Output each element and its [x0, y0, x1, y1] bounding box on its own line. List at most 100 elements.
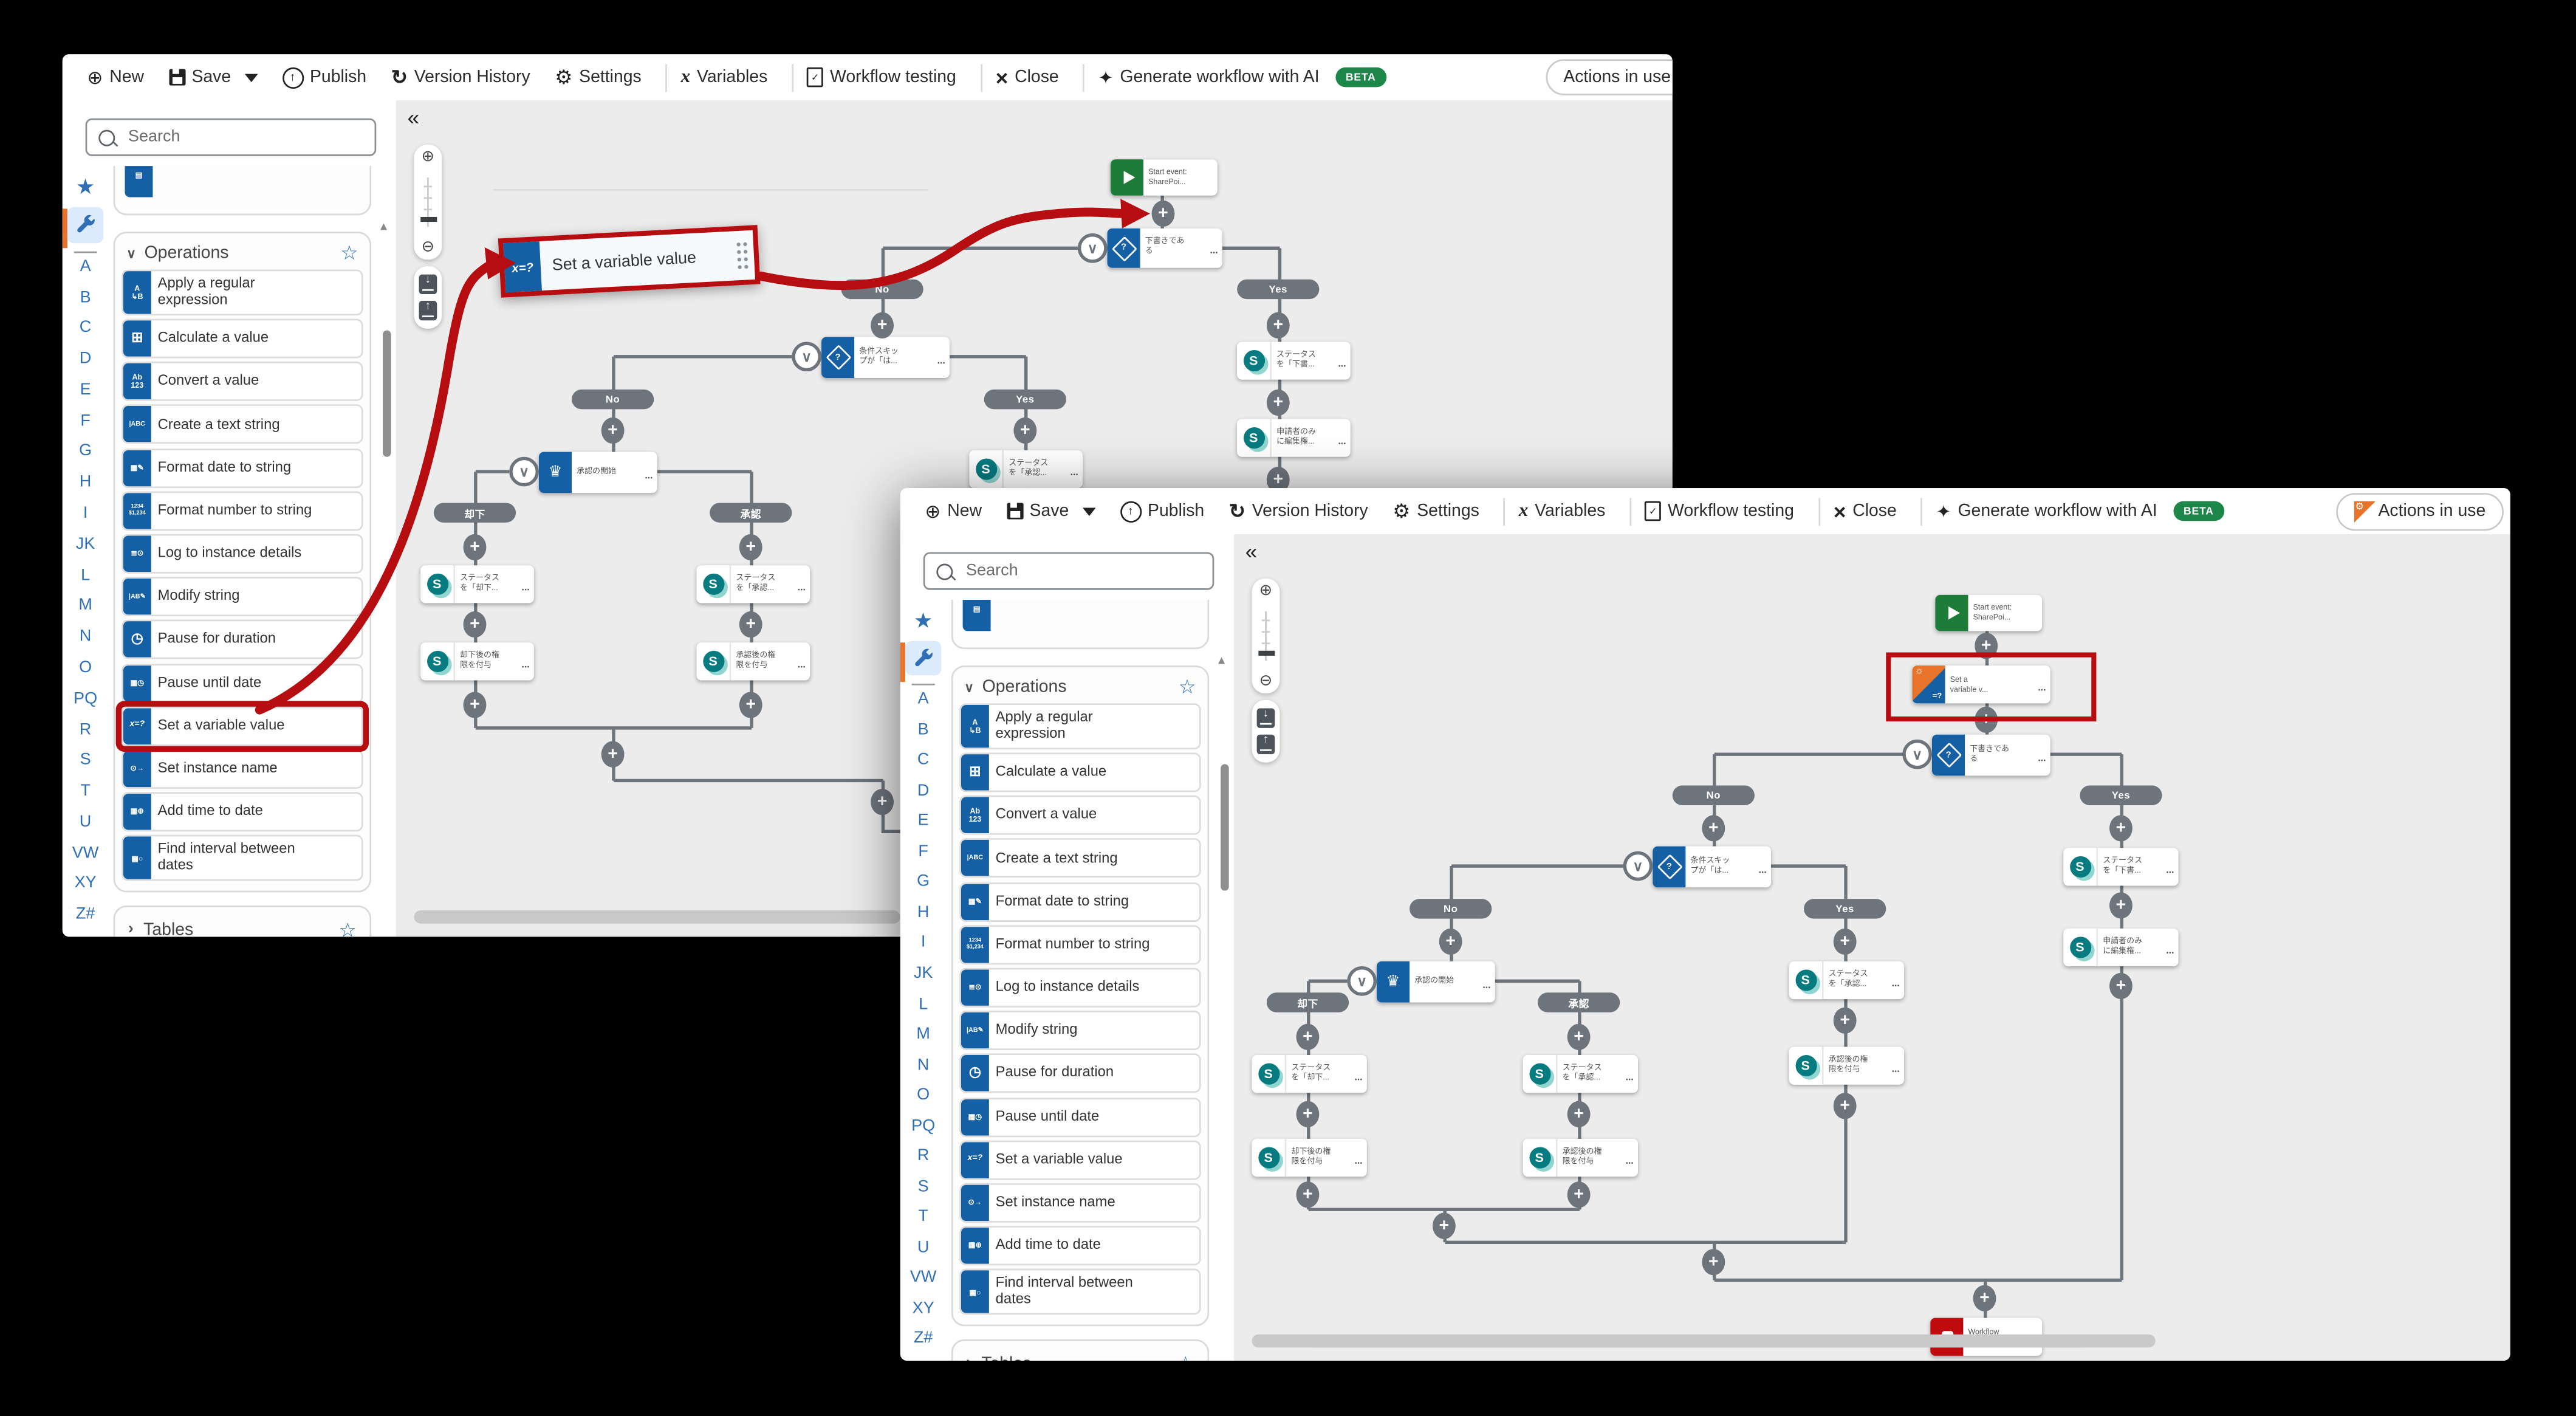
add-action-button[interactable]: +: [1296, 1181, 1320, 1208]
more-options-icon[interactable]: [2167, 933, 2174, 963]
version-history-button[interactable]: Version History: [1229, 500, 1368, 523]
letter-jump-r[interactable]: R: [79, 720, 92, 739]
search-box[interactable]: [85, 118, 377, 156]
letter-jump-jk[interactable]: JK: [913, 964, 933, 983]
operation-item-pause-duration[interactable]: ◷Pause for duration: [122, 620, 363, 660]
add-action-button[interactable]: +: [739, 611, 762, 638]
letter-jump-i[interactable]: I: [920, 934, 926, 952]
favorite-star-icon[interactable]: [340, 241, 358, 264]
scrollbar-up-icon[interactable]: ▲: [1216, 655, 1227, 667]
more-options-icon[interactable]: [522, 647, 530, 676]
operation-item-set-instance-name[interactable]: ⊙→Set instance name: [959, 1183, 1201, 1223]
favorites-tab-star-icon[interactable]: ★: [913, 607, 933, 632]
letter-jump-xy[interactable]: XY: [74, 875, 97, 893]
collapse-sidebar-icon[interactable]: «: [407, 105, 420, 130]
add-action-button[interactable]: +: [2109, 815, 2132, 842]
add-action-button[interactable]: +: [1567, 1023, 1591, 1050]
letter-jump-z[interactable]: Z#: [913, 1330, 933, 1349]
collapse-branch-icon[interactable]: ∨: [509, 456, 539, 487]
add-action-button[interactable]: +: [739, 692, 762, 718]
operation-item-format-date[interactable]: ▦✎Format date to string: [122, 448, 363, 488]
search-box[interactable]: [923, 552, 1214, 590]
letter-jump-r[interactable]: R: [917, 1147, 930, 1166]
favorite-star-icon[interactable]: [1178, 675, 1196, 698]
operations-header[interactable]: ∨Operations: [959, 674, 1201, 700]
sidebar-scrollbar-thumb[interactable]: [383, 330, 391, 457]
letter-jump-l[interactable]: L: [919, 995, 928, 1014]
node-condition-skip[interactable]: ?条件スキップが「は...: [1653, 846, 1771, 888]
more-options-icon[interactable]: [1626, 1059, 1634, 1089]
operation-item-pause-duration[interactable]: ◷Pause for duration: [959, 1054, 1201, 1094]
add-action-button[interactable]: +: [1296, 1101, 1320, 1127]
new-button[interactable]: New: [925, 500, 982, 523]
letter-jump-vw[interactable]: VW: [72, 844, 99, 862]
tables-section[interactable]: ›Tables: [113, 905, 372, 937]
collapse-branch-icon[interactable]: ∨: [1902, 739, 1932, 769]
letter-jump-h[interactable]: H: [917, 904, 930, 922]
more-options-icon[interactable]: [645, 458, 653, 487]
close-button[interactable]: Close: [996, 65, 1059, 90]
letter-jump-a[interactable]: A: [917, 690, 929, 709]
letter-jump-s[interactable]: S: [917, 1178, 929, 1196]
more-options-icon[interactable]: [1338, 346, 1346, 376]
close-button[interactable]: Close: [1834, 499, 1897, 524]
add-action-button[interactable]: +: [871, 788, 894, 816]
letter-jump-b[interactable]: B: [80, 288, 91, 307]
node-approval-start[interactable]: ♛承認の開始: [538, 452, 657, 493]
letter-jump-e[interactable]: E: [80, 381, 91, 399]
node-condition-skip[interactable]: ?条件スキップが「は...: [821, 337, 950, 378]
save-button[interactable]: Save: [1006, 501, 1095, 521]
letter-jump-m[interactable]: M: [78, 597, 92, 616]
add-action-button[interactable]: +: [871, 312, 894, 339]
letter-jump-i[interactable]: I: [83, 504, 88, 523]
canvas-horizontal-scrollbar[interactable]: [1252, 1334, 2156, 1348]
operation-item-modify-string[interactable]: |AB✎Modify string: [959, 1011, 1201, 1051]
export-download-icon[interactable]: ↓: [419, 274, 437, 295]
add-action-button[interactable]: +: [601, 741, 625, 768]
save-button[interactable]: Save: [168, 67, 258, 87]
add-action-button[interactable]: +: [1432, 1212, 1456, 1239]
more-options-icon[interactable]: [522, 569, 530, 599]
more-options-icon[interactable]: [1626, 1143, 1634, 1173]
operation-item-pause-until[interactable]: ▦◷Pause until date: [959, 1097, 1201, 1137]
save-dropdown-caret-icon[interactable]: [244, 73, 258, 81]
more-options-icon[interactable]: [1355, 1143, 1363, 1173]
save-dropdown-caret-icon[interactable]: [1081, 507, 1095, 515]
operation-item-set-variable[interactable]: x=?Set a variable value: [122, 706, 363, 746]
letter-jump-s[interactable]: S: [80, 751, 91, 770]
operation-item-log-instance[interactable]: ≣⊙Log to instance details: [122, 534, 363, 574]
letter-jump-m[interactable]: M: [916, 1025, 930, 1044]
letter-jump-z[interactable]: Z#: [75, 906, 95, 924]
letter-jump-t[interactable]: T: [918, 1208, 928, 1226]
sidebar-scrollbar-thumb[interactable]: [1221, 764, 1229, 891]
operation-item-set-instance-name[interactable]: ⊙→Set instance name: [122, 749, 363, 789]
more-options-icon[interactable]: [937, 343, 945, 373]
add-action-button[interactable]: +: [1013, 417, 1037, 444]
actions-in-use-button[interactable]: Actions in use: [1545, 59, 1673, 95]
zoom-in-icon[interactable]: ⊕: [1259, 582, 1273, 600]
workflow-testing-button[interactable]: Workflow testing: [807, 67, 956, 88]
search-input[interactable]: [125, 126, 363, 148]
operation-item-format-date[interactable]: ▦✎Format date to string: [959, 882, 1201, 921]
node-condition-draft[interactable]: ?下書きである: [1107, 228, 1222, 268]
letter-jump-f[interactable]: F: [918, 842, 928, 861]
letter-jump-c[interactable]: C: [917, 751, 930, 770]
publish-button[interactable]: Publish: [282, 66, 366, 88]
letter-jump-n[interactable]: N: [79, 628, 92, 647]
add-action-button[interactable]: +: [1833, 1093, 1857, 1119]
collapse-branch-icon[interactable]: ∨: [1623, 851, 1653, 881]
